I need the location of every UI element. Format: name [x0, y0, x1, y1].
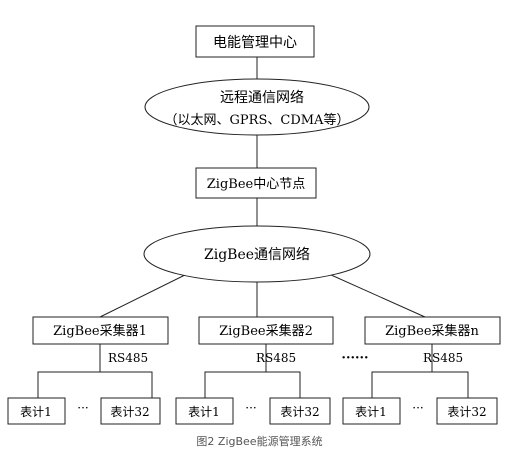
remote-network-node: 远程通信网络 （以太网、GPRS、CDMA等） — [144, 78, 370, 136]
collector-ellipsis: ······ — [341, 351, 368, 366]
collector-1-bus-label: RS485 — [108, 351, 148, 365]
collector-2-label: ZigBee采集器2 — [219, 323, 313, 339]
collector-n-meter-first-box — [342, 397, 401, 425]
collector-n-meter-first-label: 表计1 — [355, 405, 387, 419]
collector-1-meter-last-label: 表计32 — [110, 405, 149, 419]
collector-2-meter-last-label: 表计32 — [280, 405, 319, 419]
collector-1-label: ZigBee采集器1 — [53, 323, 147, 339]
collector-n-meter-last-box — [436, 397, 498, 425]
collector-n-bus-label: RS485 — [423, 351, 463, 365]
collector-2-bus-label: RS485 — [256, 351, 296, 365]
collector-1-group: ZigBee采集器1 RS485 表计1 ··· 表计32 — [7, 316, 169, 425]
collector-n-box — [364, 316, 501, 345]
collector-2-meter-ellipsis: ··· — [245, 401, 256, 415]
collector-1-meter-ellipsis: ··· — [77, 401, 88, 415]
collector-n-meter-bracket — [371, 371, 469, 398]
energy-center-node: 电能管理中心 — [195, 25, 315, 58]
figure-caption: 图2 ZigBee能源管理系统 — [196, 435, 323, 448]
connector-network-to-collector-n — [319, 269, 426, 318]
collector-1-meter-last-box — [100, 397, 161, 425]
collector-2-meter-first-box — [175, 397, 234, 425]
collector-2-meter-first-label: 表计1 — [188, 405, 220, 419]
collector-n-label: ZigBee采集器n — [385, 323, 479, 339]
collector-n-meter-ellipsis: ··· — [412, 401, 423, 415]
collector-1-meter-first-label: 表计1 — [20, 405, 52, 419]
collector-2-group: ZigBee采集器2 RS485 表计1 ··· 表计32 — [175, 316, 334, 425]
collector-2-meter-last-box — [269, 397, 331, 425]
collector-2-meter-bracket — [204, 371, 301, 398]
collector-2-box — [198, 316, 334, 345]
collector-n-meter-last-label: 表计32 — [447, 405, 486, 419]
collector-n-group: ZigBee采集器n RS485 表计1 ··· 表计32 — [342, 316, 501, 425]
zigbee-central-node-label: ZigBee中心节点 — [207, 177, 305, 192]
energy-center-label: 电能管理中心 — [213, 35, 297, 51]
zigbee-central-node: ZigBee中心节点 — [195, 167, 317, 199]
collector-1-meter-bracket — [37, 371, 153, 398]
zigbee-network-node: ZigBee通信网络 — [143, 225, 371, 283]
remote-network-sublabel: （以太网、GPRS、CDMA等） — [165, 112, 350, 128]
collector-1-meter-first-box — [7, 397, 66, 425]
zigbee-network-label: ZigBee通信网络 — [204, 247, 310, 263]
connector-network-to-collector-1 — [99, 269, 196, 318]
remote-network-label: 远程通信网络 — [220, 90, 304, 106]
